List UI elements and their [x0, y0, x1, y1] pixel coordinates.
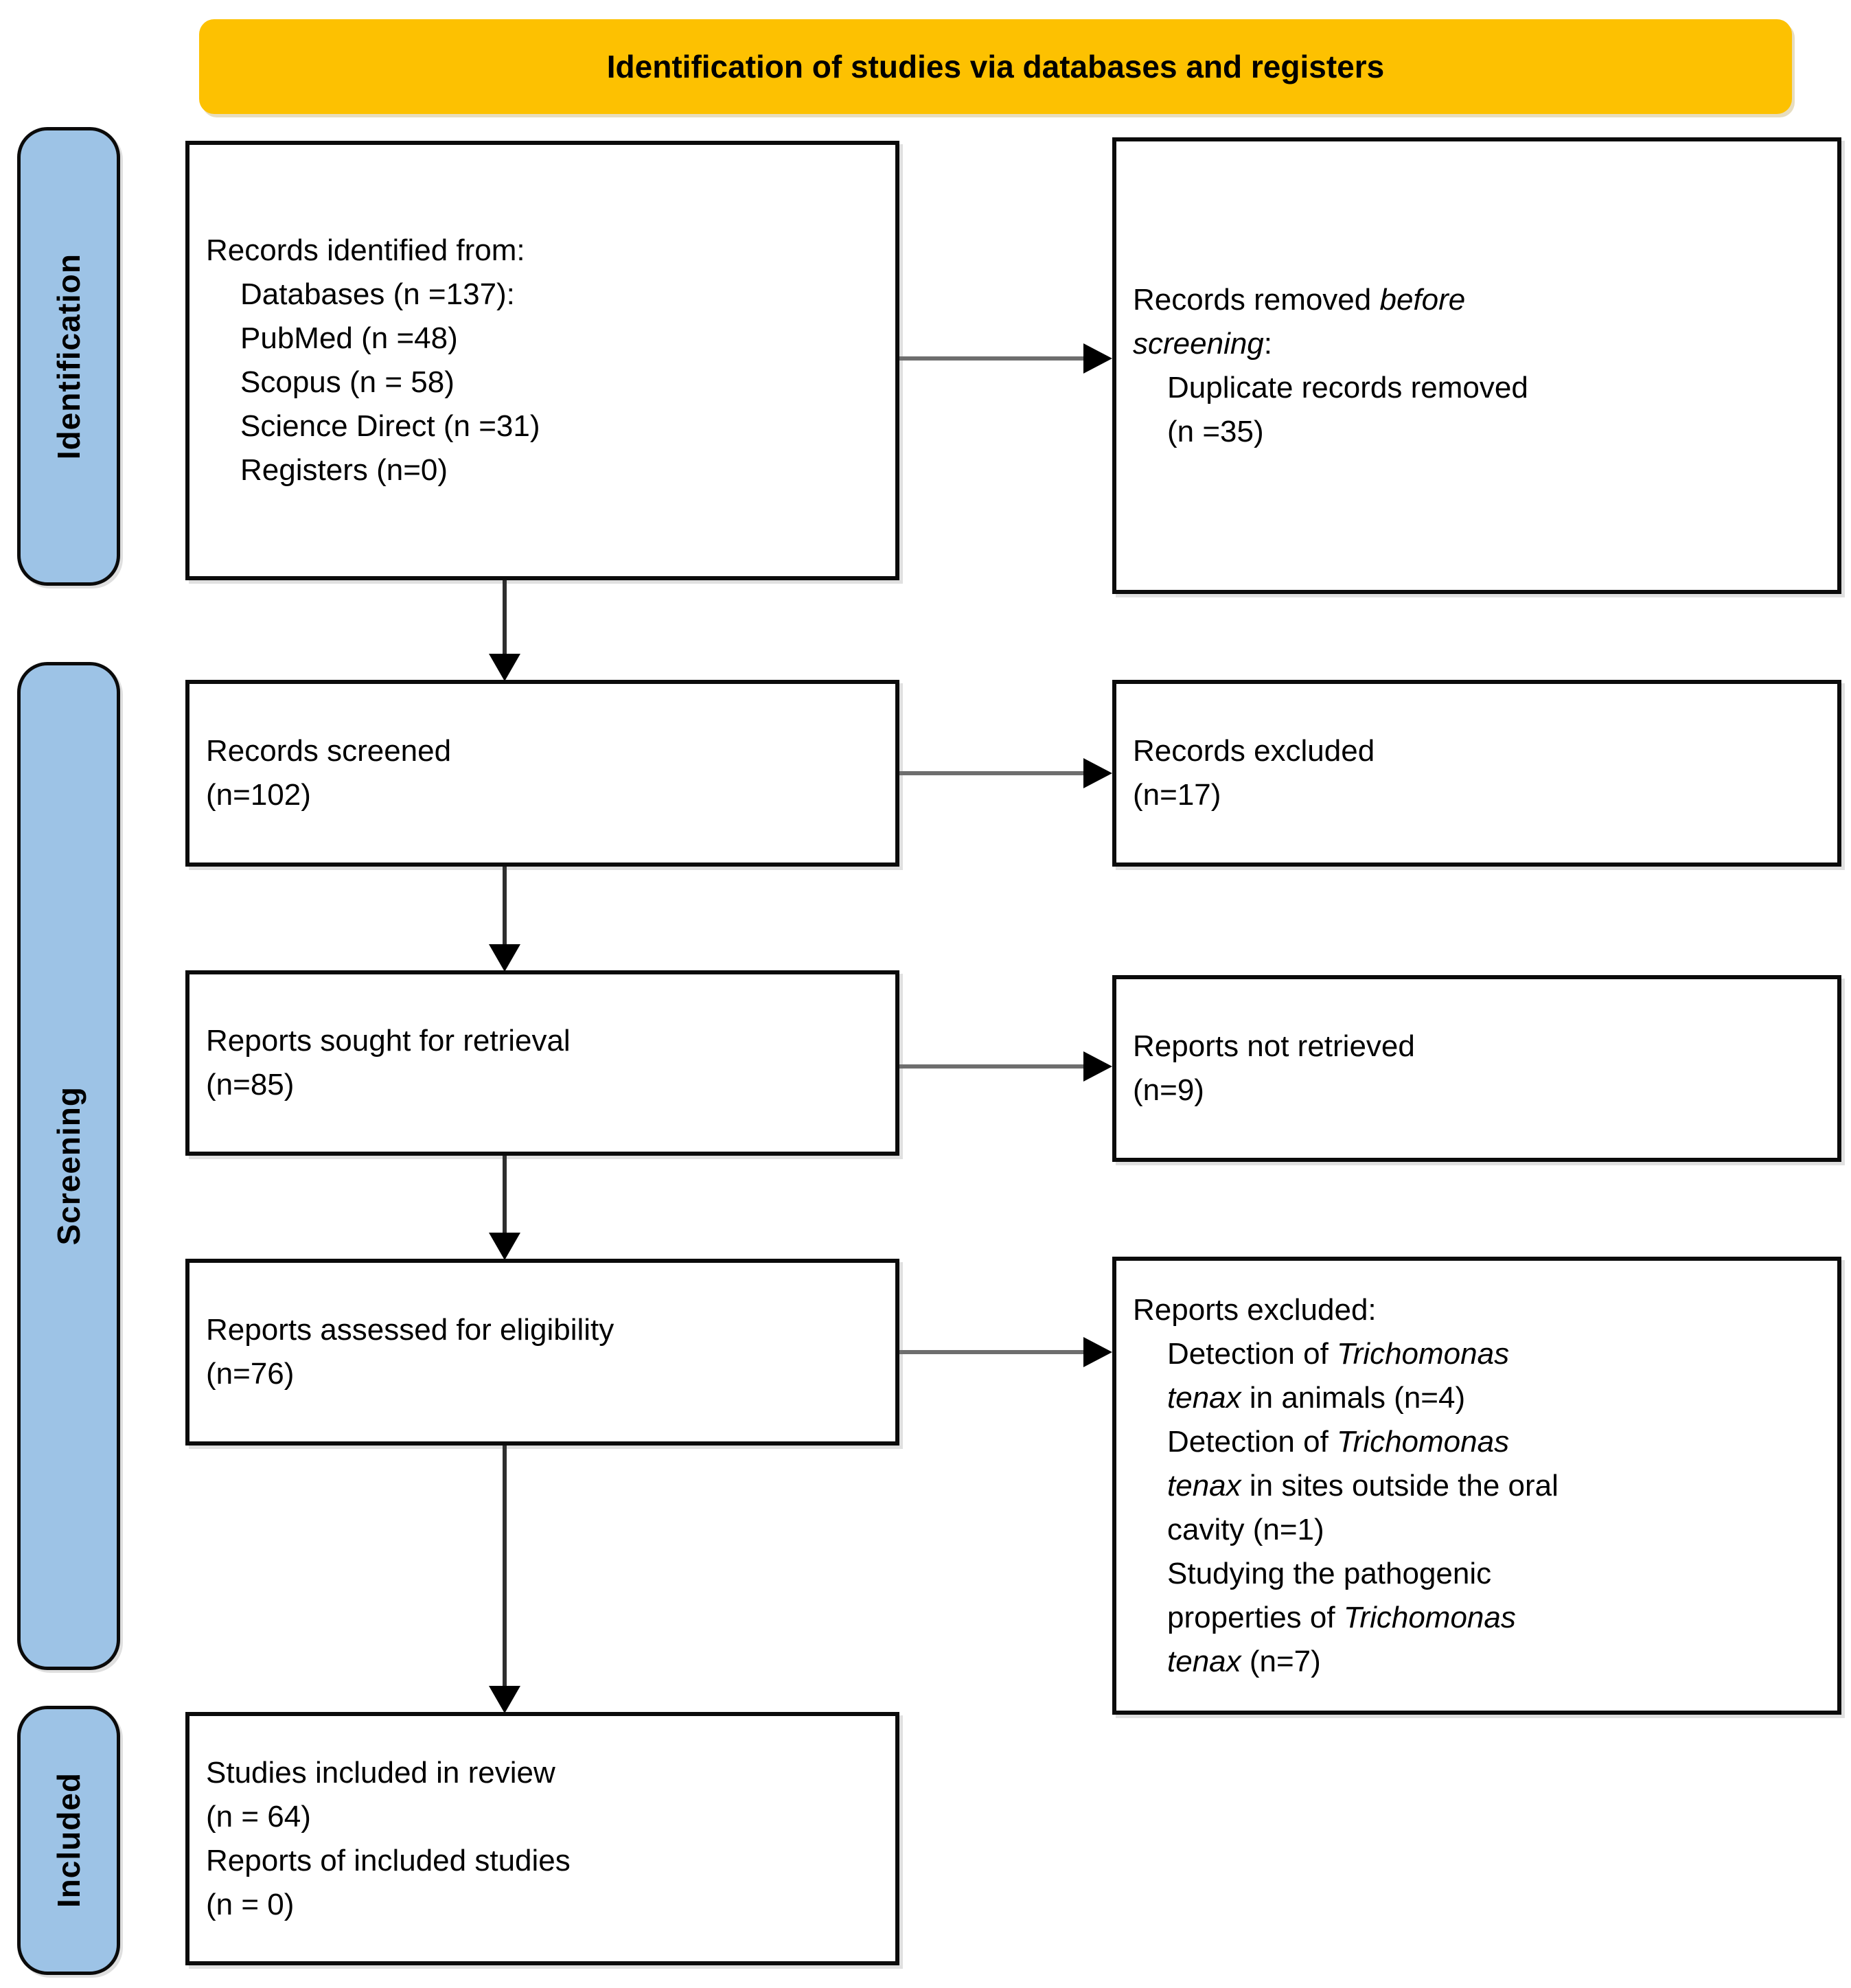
arrow-assessed-to-excluded-reasons: [899, 1350, 1083, 1354]
text-line: screening:: [1133, 322, 1824, 366]
text-segment: before: [1379, 282, 1466, 317]
stage-label-screening: Screening: [17, 662, 120, 1670]
stage-label-text: Screening: [51, 1086, 87, 1246]
text-segment: properties of: [1167, 1600, 1344, 1634]
text-segment: in animals (n=4): [1241, 1380, 1466, 1415]
text-segment: Records removed: [1133, 282, 1380, 317]
text-line: Duplicate records removed: [1167, 366, 1824, 410]
text-segment: Registers (n=0): [240, 453, 448, 487]
arrow-sought-to-not-retrieved: [899, 1064, 1083, 1069]
text-line: Reports not retrieved: [1133, 1025, 1824, 1069]
text-line: tenax (n=7): [1167, 1640, 1824, 1684]
text-line: (n=76): [206, 1352, 882, 1396]
text-segment: (n=7): [1241, 1644, 1321, 1678]
text-segment: (n =35): [1167, 414, 1264, 448]
text-segment: :: [1263, 326, 1273, 361]
box-studies-included-in-review: Studies included in review (n = 64) Repo…: [185, 1712, 899, 1965]
box-records-screened: Records screened (n=102): [185, 680, 899, 867]
arrow-sought-to-assessed: [503, 1156, 507, 1233]
text-segment: Reports not retrieved: [1133, 1029, 1415, 1063]
text-line: Science Direct (n =31): [240, 404, 882, 448]
text-line: (n=9): [1133, 1069, 1824, 1112]
text-line: tenax in sites outside the oral: [1167, 1464, 1824, 1508]
text-line: Reports sought for retrieval: [206, 1019, 882, 1063]
text-line: Studies included in review: [206, 1751, 882, 1795]
text-segment: Trichomonas: [1343, 1600, 1516, 1634]
text-line: cavity (n=1): [1167, 1508, 1824, 1552]
text-segment: cavity (n=1): [1167, 1512, 1324, 1546]
arrow-identified-to-removed: [899, 356, 1083, 361]
box-records-removed-before-screening: Records removed before screening: Duplic…: [1112, 137, 1841, 594]
text-segment: (n = 0): [206, 1887, 295, 1921]
box-records-excluded: Records excluded (n=17): [1112, 680, 1841, 867]
diagram-header-title: Identification of studies via databases …: [606, 49, 1385, 84]
text-segment: Studying the pathogenic: [1167, 1556, 1492, 1590]
text-segment: (n = 64): [206, 1799, 311, 1833]
text-line: Scopus (n = 58): [240, 361, 882, 404]
stage-label-included: Included: [17, 1706, 120, 1975]
text-line: Studying the pathogenic: [1167, 1552, 1824, 1596]
text-segment: Reports sought for retrieval: [206, 1024, 571, 1058]
stage-label-text: Included: [51, 1772, 87, 1908]
text-segment: Databases (n =137):: [240, 277, 515, 311]
text-line: Reports of included studies: [206, 1839, 882, 1883]
text-line: PubMed (n =48): [240, 317, 882, 361]
box-reports-not-retrieved: Reports not retrieved (n=9): [1112, 975, 1841, 1162]
text-segment: Detection of: [1167, 1336, 1337, 1371]
stage-label-identification: Identification: [17, 127, 120, 586]
arrow-screened-to-sought: [503, 867, 507, 944]
arrow-identified-to-screened: [503, 580, 507, 654]
text-line: (n = 0): [206, 1883, 882, 1927]
box-records-identified: Records identified from: Databases (n =1…: [185, 141, 899, 580]
text-line: Detection of Trichomonas: [1167, 1332, 1824, 1376]
text-segment: Scopus (n = 58): [240, 365, 455, 399]
text-line: Records excluded: [1133, 729, 1824, 773]
stage-label-text: Identification: [51, 253, 87, 460]
text-segment: PubMed (n =48): [240, 321, 458, 355]
text-line: Detection of Trichomonas: [1167, 1420, 1824, 1464]
text-segment: tenax: [1167, 1468, 1241, 1503]
text-segment: Trichomonas: [1337, 1424, 1510, 1459]
box-reports-sought-for-retrieval: Reports sought for retrieval (n=85): [185, 970, 899, 1156]
text-line: tenax in animals (n=4): [1167, 1376, 1824, 1420]
text-segment: Records excluded: [1133, 734, 1375, 768]
text-line: Records screened: [206, 729, 882, 773]
text-line: Records removed before: [1133, 278, 1824, 322]
text-line: (n=102): [206, 773, 882, 817]
text-segment: Duplicate records removed: [1167, 370, 1528, 404]
text-line: (n =35): [1167, 410, 1824, 454]
text-segment: (n=9): [1133, 1073, 1204, 1107]
arrow-screened-to-excluded: [899, 771, 1083, 775]
box-reports-excluded-reasons: Reports excluded: Detection of Trichomon…: [1112, 1257, 1841, 1715]
text-segment: Reports assessed for eligibility: [206, 1313, 614, 1347]
text-line: Records identified from:: [206, 229, 882, 273]
text-segment: Trichomonas: [1337, 1336, 1510, 1371]
text-segment: screening: [1133, 326, 1264, 361]
text-line: Reports excluded:: [1133, 1288, 1824, 1332]
text-line: (n=17): [1133, 773, 1824, 817]
text-segment: Science Direct (n =31): [240, 409, 540, 443]
text-segment: (n=17): [1133, 778, 1221, 812]
text-line: Reports assessed for eligibility: [206, 1308, 882, 1352]
text-segment: in sites outside the oral: [1241, 1468, 1559, 1503]
text-segment: Records screened: [206, 734, 452, 768]
text-segment: Reports of included studies: [206, 1843, 571, 1877]
text-segment: Reports excluded:: [1133, 1292, 1377, 1327]
text-segment: Studies included in review: [206, 1755, 555, 1790]
arrow-assessed-to-included: [503, 1446, 507, 1686]
text-segment: Records identified from:: [206, 233, 525, 267]
text-segment: tenax: [1167, 1380, 1241, 1415]
text-line: properties of Trichomonas: [1167, 1596, 1824, 1640]
text-line: (n=85): [206, 1063, 882, 1107]
text-line: (n = 64): [206, 1795, 882, 1839]
text-segment: (n=102): [206, 778, 311, 812]
box-reports-assessed-for-eligibility: Reports assessed for eligibility (n=76): [185, 1259, 899, 1446]
text-segment: Detection of: [1167, 1424, 1337, 1459]
text-line: Databases (n =137):: [240, 273, 882, 317]
text-segment: (n=76): [206, 1357, 295, 1391]
text-segment: tenax: [1167, 1644, 1241, 1678]
text-segment: (n=85): [206, 1068, 295, 1101]
diagram-header-banner: Identification of studies via databases …: [199, 19, 1792, 114]
text-line: Registers (n=0): [240, 448, 882, 492]
